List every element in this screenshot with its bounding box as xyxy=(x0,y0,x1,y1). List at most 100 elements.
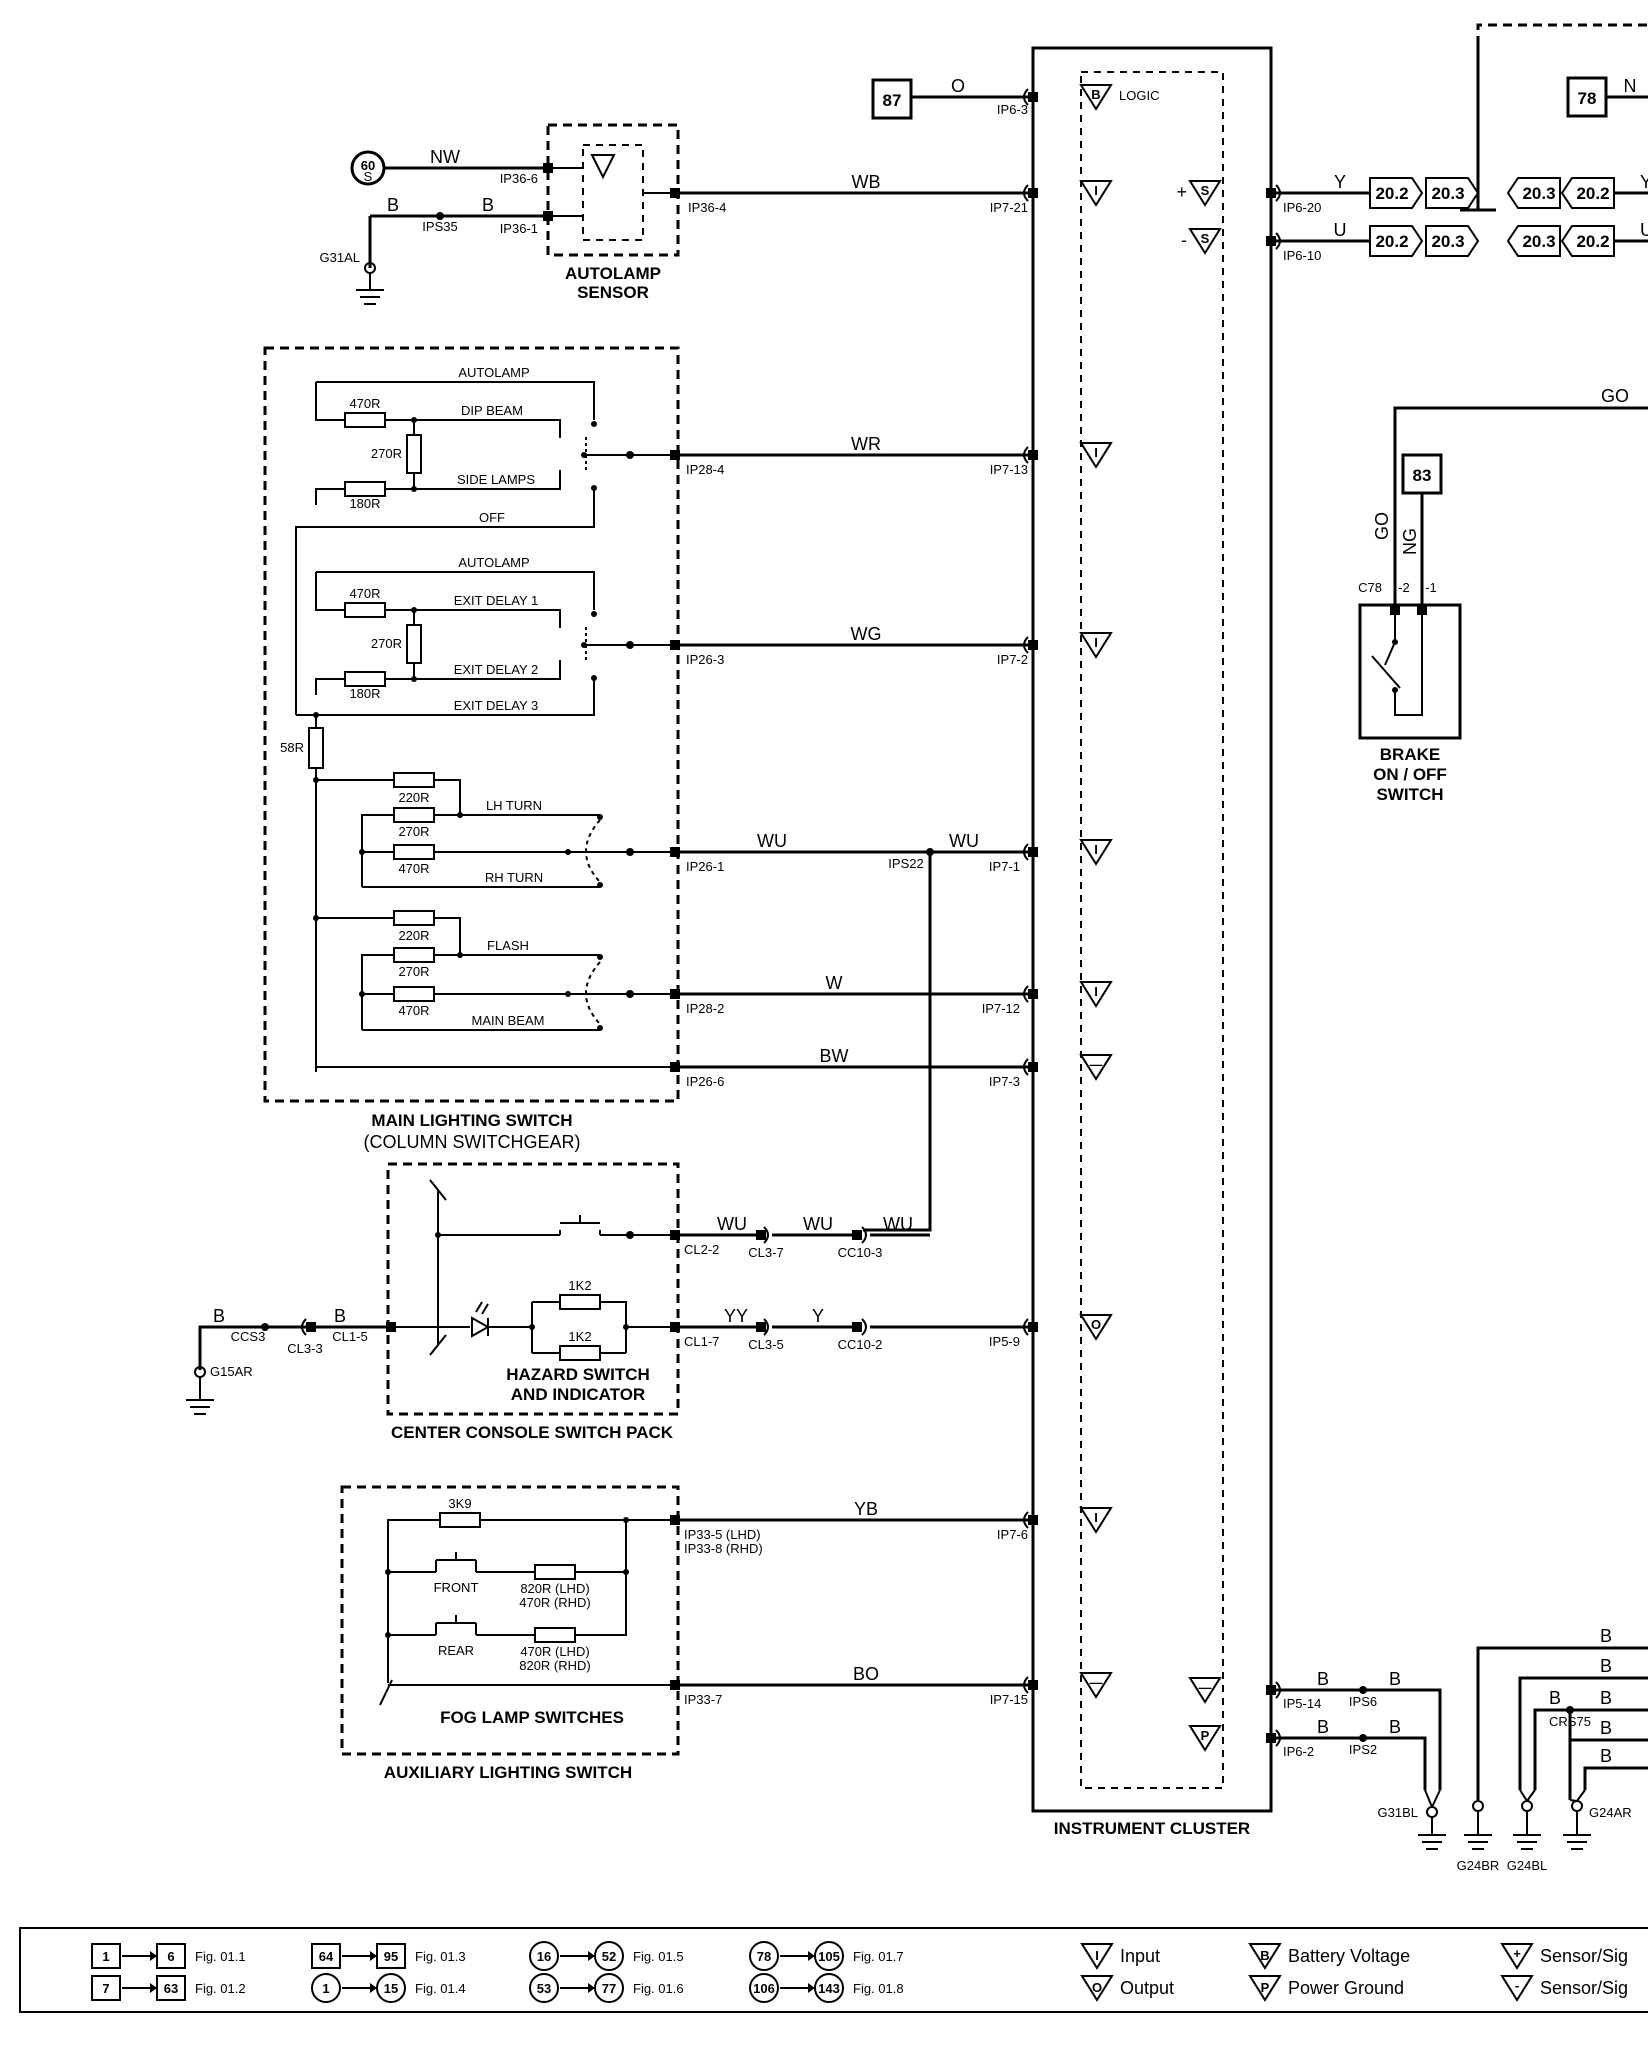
ground-symbol-g15ar xyxy=(186,1366,214,1415)
svg-text:20.2: 20.2 xyxy=(1375,232,1408,251)
conn-ips6: IPS6 xyxy=(1349,1694,1377,1709)
ground-g24ar: G24AR xyxy=(1589,1805,1632,1820)
instrument-cluster-logic-box xyxy=(1080,71,1224,1789)
legend-battery: Battery Voltage xyxy=(1288,1946,1410,1966)
svg-text:Fig. 01.8: Fig. 01.8 xyxy=(853,1981,904,1996)
svg-text:—: — xyxy=(1090,1675,1103,1690)
conn-ip5-14: IP5-14 xyxy=(1283,1696,1321,1711)
conn-ip36-1: IP36-1 xyxy=(500,221,538,236)
svg-text:Fig. 01.1: Fig. 01.1 xyxy=(195,1949,246,1964)
svg-text:106: 106 xyxy=(753,1981,775,1996)
svg-text:-: - xyxy=(1181,230,1187,250)
pos-exit-delay-3: EXIT DELAY 3 xyxy=(454,698,539,713)
pos-autolamp-2: AUTOLAMP xyxy=(458,555,529,570)
wire-b-label-ccs3: B xyxy=(213,1306,225,1326)
hazard-label-2: AND INDICATOR xyxy=(511,1385,645,1404)
svg-text:-: - xyxy=(1515,1978,1519,1993)
conn-ips35: IPS35 xyxy=(422,219,457,234)
pos-main-beam: MAIN BEAM xyxy=(472,1013,545,1028)
wire-u-right-label: U xyxy=(1640,220,1648,240)
svg-text:180R: 180R xyxy=(349,496,380,511)
conn-ip7-13: IP7-13 xyxy=(990,462,1028,477)
wire-wu-label-5: WU xyxy=(883,1214,913,1234)
conn-ip6-2: IP6-2 xyxy=(1283,1744,1314,1759)
conn-ip33-5: IP33-5 (LHD) xyxy=(684,1527,761,1542)
svg-text:270R: 270R xyxy=(398,824,429,839)
svg-text:20.3: 20.3 xyxy=(1522,232,1555,251)
conn-ip28-4: IP28-4 xyxy=(686,462,724,477)
ground-g24bl: G24BL xyxy=(1507,1858,1547,1873)
ref-87-label: 87 xyxy=(883,91,902,110)
logic-label: LOGIC xyxy=(1119,88,1159,103)
conn-ip7-15: IP7-15 xyxy=(990,1692,1028,1707)
svg-text:1: 1 xyxy=(102,1949,109,1964)
wire-w-label: W xyxy=(826,973,843,993)
conn-ip36-4: IP36-4 xyxy=(688,200,726,215)
svg-text:I: I xyxy=(1095,1948,1099,1963)
cluster-pin: I xyxy=(1023,442,1113,469)
conn-cl3-7: CL3-7 xyxy=(748,1245,783,1260)
wire-b-bus-3: B xyxy=(1549,1688,1561,1708)
ground-symbol-g24br xyxy=(1464,1800,1492,1850)
wire-n-label: N xyxy=(1624,76,1637,96)
svg-text:B: B xyxy=(1091,87,1100,102)
svg-text:O: O xyxy=(1092,1980,1102,1995)
ground-symbol-g24bl xyxy=(1513,1789,1541,1850)
pos-rear: REAR xyxy=(438,1643,474,1658)
page-ref-20-3-bottom: 20.3 xyxy=(1425,225,1480,257)
wire-bw-label: BW xyxy=(820,1046,849,1066)
conn-ip5-9: IP5-9 xyxy=(989,1334,1020,1349)
svg-text:20.2: 20.2 xyxy=(1576,232,1609,251)
legend-input: Input xyxy=(1120,1946,1160,1966)
conn-ip7-3: IP7-3 xyxy=(989,1074,1020,1089)
wire-wr-label: WR xyxy=(851,434,881,454)
cluster-pin: O xyxy=(1023,1314,1113,1341)
cluster-pin-right: — xyxy=(1188,1677,1281,1704)
conn-ips22: IPS22 xyxy=(888,856,923,871)
legend-row: 1 6 Fig. 01.1 xyxy=(91,1943,246,1969)
cluster-pin: I xyxy=(1023,1507,1113,1534)
svg-text:S: S xyxy=(1201,183,1210,198)
instrument-cluster-label: INSTRUMENT CLUSTER xyxy=(1054,1819,1250,1838)
svg-text:78: 78 xyxy=(757,1949,771,1964)
cluster-pin-right: S xyxy=(1188,180,1281,207)
conn-ip7-2: IP7-2 xyxy=(997,652,1028,667)
svg-text:220R: 220R xyxy=(398,790,429,805)
wire-wu-label-2: WU xyxy=(949,831,979,851)
conn-crs75: CRS75 xyxy=(1549,1714,1591,1729)
legend-sensor-neg: Sensor/Sig xyxy=(1540,1978,1628,1998)
page-ref-20-3-right-top: 20.3 xyxy=(1506,177,1561,209)
cluster-pin: I xyxy=(1023,839,1113,866)
cluster-pin: I xyxy=(1023,180,1113,207)
wire-u-label-cluster: U xyxy=(1334,220,1347,240)
svg-text:P: P xyxy=(1261,1980,1270,1995)
pos-front: FRONT xyxy=(434,1580,479,1595)
legend-output: Output xyxy=(1120,1978,1174,1998)
ground-symbol-g31bl xyxy=(1418,1789,1446,1850)
autolamp-sensor-label-1: AUTOLAMP xyxy=(565,264,661,283)
conn-cl3-5: CL3-5 xyxy=(748,1337,783,1352)
svg-text:1K2: 1K2 xyxy=(568,1278,591,1293)
wire-ng-vertical: NG xyxy=(1400,528,1420,555)
conn-ccs3: CCS3 xyxy=(231,1329,266,1344)
legend-sensor-pos: Sensor/Sig xyxy=(1540,1946,1628,1966)
pos-flash: FLASH xyxy=(487,938,529,953)
svg-text:16: 16 xyxy=(537,1949,551,1964)
conn-ip6-20: IP6-20 xyxy=(1283,200,1321,215)
ground-symbol-g31al xyxy=(356,262,384,305)
svg-text:470R: 470R xyxy=(398,861,429,876)
svg-text:270R: 270R xyxy=(371,446,402,461)
conn-cl2-2: CL2-2 xyxy=(684,1242,719,1257)
svg-text:6: 6 xyxy=(167,1949,174,1964)
wire-yb-label: YB xyxy=(854,1499,878,1519)
cluster-pin: I xyxy=(1023,632,1113,659)
ref-box-87 xyxy=(871,78,913,120)
wire-b-ips6: B xyxy=(1389,1669,1401,1689)
conn-ip26-6: IP26-6 xyxy=(686,1074,724,1089)
conn-cl1-5: CL1-5 xyxy=(332,1329,367,1344)
page-ref-20-2-bottom: 20.2 xyxy=(1369,225,1424,257)
conn-ip36-6: IP36-6 xyxy=(500,171,538,186)
ref-83-label: 83 xyxy=(1413,466,1432,485)
